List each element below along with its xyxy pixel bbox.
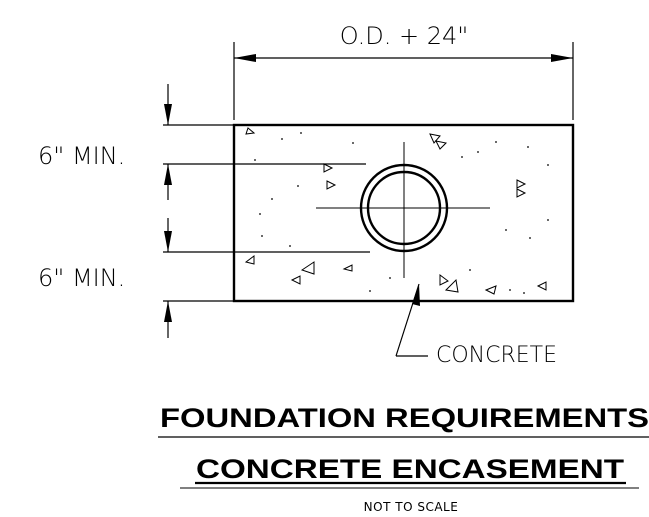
- title-line-2: CONCRETE ENCASEMENT: [196, 454, 625, 484]
- width-dimension: [233, 42, 574, 120]
- concrete-leader: [395, 283, 428, 357]
- top-cover-label: 6" MIN.: [38, 142, 125, 170]
- width-dimension-label: O.D. + 24": [340, 22, 469, 50]
- pipe: [316, 142, 490, 278]
- title-line-1: FOUNDATION REQUIREMENTS: [160, 403, 649, 433]
- cover-dimensions: [163, 84, 370, 338]
- concrete-stipple: [244, 127, 547, 295]
- concrete-dots: [254, 132, 549, 294]
- bottom-cover-label: 6" MIN.: [38, 264, 125, 292]
- concrete-label: CONCRETE: [436, 343, 557, 368]
- scale-note: NOT TO SCALE: [364, 500, 459, 514]
